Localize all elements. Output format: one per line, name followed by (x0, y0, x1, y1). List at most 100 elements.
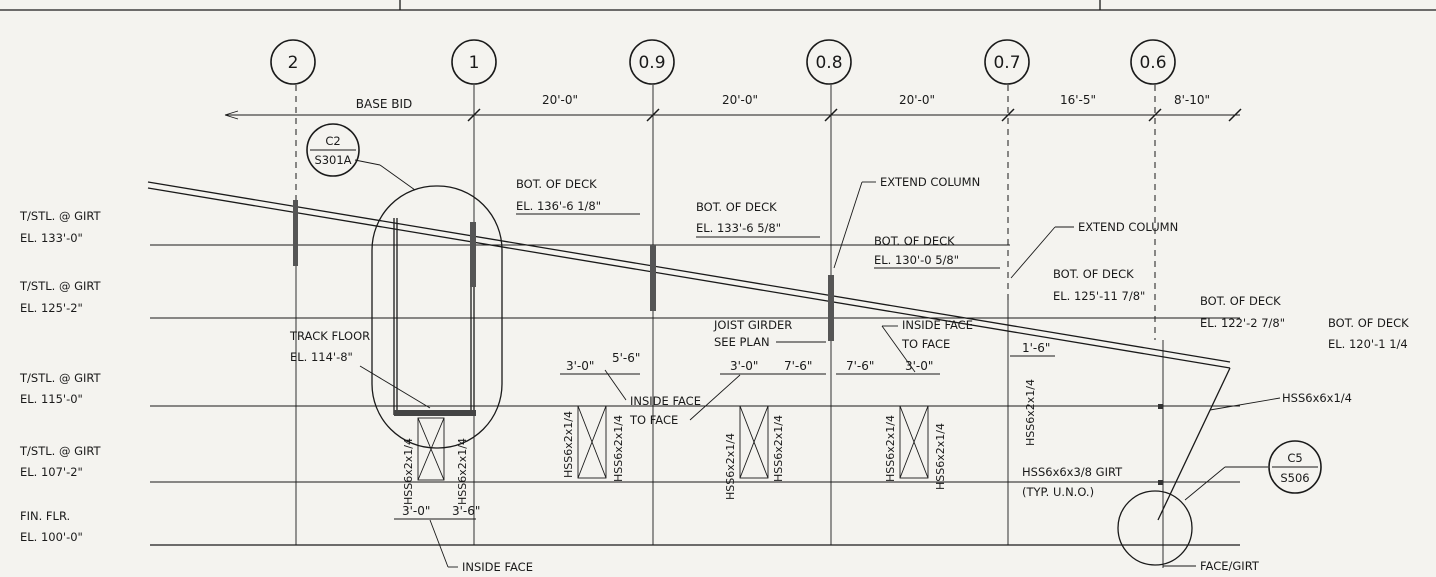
dim-text: 20'-0" (899, 93, 935, 107)
svg-text:EXTEND COLUMN: EXTEND COLUMN (880, 175, 980, 189)
svg-text:BOT. OF DECK: BOT. OF DECK (1053, 267, 1134, 281)
svg-text:BOT. OF DECK: BOT. OF DECK (696, 200, 777, 214)
svg-text:HSS6x6x3/8 GIRT: HSS6x6x3/8 GIRT (1022, 465, 1123, 479)
hss-diagonal-label: HSS6x6x1/4 (1282, 391, 1352, 405)
svg-text:T/STL. @ GIRT: T/STL. @ GIRT (19, 209, 102, 223)
extend-column-note: EXTEND COLUMN (833, 175, 980, 269)
svg-text:7'-6": 7'-6" (784, 359, 812, 373)
grid-bubble-0.7: 0.7 (984, 39, 1030, 85)
joist-girder-note: JOIST GIRDER SEE PLAN (713, 318, 826, 349)
svg-text:HSS6x2x1/4: HSS6x2x1/4 (612, 415, 625, 482)
roof-deck-slope (147, 181, 1231, 369)
svg-text:EL. 136'-6 1/8": EL. 136'-6 1/8" (516, 199, 601, 213)
grid-bubble-0.8: 0.8 (806, 39, 852, 85)
svg-text:EL. 133'-6 5/8": EL. 133'-6 5/8" (696, 221, 781, 235)
svg-text:EL. 120'-1 1/4: EL. 120'-1 1/4 (1328, 337, 1408, 351)
svg-text:2: 2 (288, 53, 299, 73)
svg-text:TO FACE: TO FACE (629, 413, 678, 427)
svg-text:INSIDE FACE: INSIDE FACE (630, 394, 701, 408)
svg-text:EL. 114'-8": EL. 114'-8" (290, 350, 353, 364)
svg-text:INSIDE FACE: INSIDE FACE (902, 318, 973, 332)
svg-text:BOT. OF DECK: BOT. OF DECK (516, 177, 597, 191)
svg-text:BOT. OF DECK: BOT. OF DECK (1328, 316, 1409, 330)
grid-bubble-2: 2 (270, 39, 316, 85)
svg-text:0.6: 0.6 (1139, 53, 1166, 73)
svg-text:3'-0": 3'-0" (566, 359, 594, 373)
svg-text:EL. 130'-0 5/8": EL. 130'-0 5/8" (874, 253, 959, 267)
column-stub (293, 200, 834, 341)
deck-note: BOT. OF DECK EL. 136'-6 1/8" (516, 177, 640, 215)
deck-note: BOT. OF DECK EL. 120'-1 1/4 (1328, 316, 1409, 351)
svg-text:INSIDE FACE: INSIDE FACE (462, 560, 533, 574)
detail-enclosure (371, 185, 503, 449)
svg-text:T/STL. @ GIRT: T/STL. @ GIRT (19, 371, 102, 385)
dim-text: 16'-5" (1060, 93, 1096, 107)
elevation-lines (150, 244, 1240, 546)
svg-text:EL. 133'-0": EL. 133'-0" (20, 231, 83, 245)
svg-text:0.7: 0.7 (993, 53, 1020, 73)
grid-bubble-0.9: 0.9 (629, 39, 675, 85)
deck-note: BOT. OF DECK EL. 133'-6 5/8" (696, 200, 820, 238)
svg-text:EL. 122'-2 7/8": EL. 122'-2 7/8" (1200, 316, 1285, 330)
elevation-label: T/STL. @ GIRT EL. 107'-2" (19, 444, 102, 479)
svg-text:EL. 100'-0": EL. 100'-0" (20, 530, 83, 544)
inside-face-note: INSIDE FACE TO FACE (604, 369, 741, 427)
svg-text:5'-6": 5'-6" (612, 351, 640, 365)
svg-text:JOIST GIRDER: JOIST GIRDER (713, 318, 792, 332)
svg-text:HSS6x2x1/4: HSS6x2x1/4 (562, 411, 575, 478)
svg-text:(TYP. U.N.O.): (TYP. U.N.O.) (1022, 485, 1094, 499)
svg-text:BOT. OF DECK: BOT. OF DECK (1200, 294, 1281, 308)
elevation-label: T/STL. @ GIRT EL. 115'-0" (19, 371, 102, 406)
inside-face-note: INSIDE FACE (429, 519, 533, 574)
extend-column-note: EXTEND COLUMN (1010, 220, 1178, 279)
dim-base-bid: BASE BID (356, 97, 412, 111)
girt-note: HSS6x6x3/8 GIRT (TYP. U.N.O.) (1022, 465, 1123, 499)
svg-text:3'-0": 3'-0" (402, 504, 430, 518)
svg-text:HSS6x2x1/4: HSS6x2x1/4 (884, 415, 897, 482)
svg-text:3'-0": 3'-0" (905, 359, 933, 373)
track-floor-pit (393, 218, 476, 416)
svg-text:FIN. FLR.: FIN. FLR. (20, 509, 70, 523)
svg-text:HSS6x2x1/4: HSS6x2x1/4 (402, 438, 415, 505)
svg-text:HSS6x2x1/4: HSS6x2x1/4 (772, 415, 785, 482)
grid-bubble-1: 1 (451, 39, 497, 85)
small-dimension: 3'-0" 5'-6" 3'-0" 7'-6" 7'-6" 3'-0" 1'-6… (394, 341, 1055, 520)
face-girt-note: FACE/GIRT (1163, 559, 1260, 573)
svg-text:BOT. OF DECK: BOT. OF DECK (874, 234, 955, 248)
svg-text:C2: C2 (325, 134, 340, 148)
bracing-panel (739, 405, 769, 479)
dimension-string: BASE BID 20'-0" 20'-0" 20'-0" 16'-5" 8'-… (224, 93, 1242, 122)
diagonal-brace: HSS6x6x1/4 (1157, 367, 1352, 521)
svg-text:FACE/GIRT: FACE/GIRT (1200, 559, 1260, 573)
elevation-label: T/STL. @ GIRT EL. 133'-0" (19, 209, 102, 245)
bracing-panel (417, 417, 445, 481)
svg-text:SEE PLAN: SEE PLAN (714, 335, 770, 349)
grid-bubble-0.6: 0.6 (1130, 39, 1176, 85)
svg-text:1'-6": 1'-6" (1022, 341, 1050, 355)
svg-text:EXTEND COLUMN: EXTEND COLUMN (1078, 220, 1178, 234)
svg-text:0.9: 0.9 (638, 53, 665, 73)
inside-face-note: INSIDE FACE TO FACE (881, 318, 973, 373)
bracing-panel (899, 405, 929, 479)
elevation-label: FIN. FLR. EL. 100'-0" (20, 509, 83, 544)
svg-text:T/STL. @ GIRT: T/STL. @ GIRT (19, 444, 102, 458)
svg-text:S506: S506 (1280, 471, 1309, 485)
svg-text:EL. 125'-2": EL. 125'-2" (20, 301, 83, 315)
svg-text:T/STL. @ GIRT: T/STL. @ GIRT (19, 279, 102, 293)
svg-text:S301A: S301A (314, 153, 351, 167)
svg-text:HSS6x2x1/4: HSS6x2x1/4 (456, 438, 469, 505)
deck-note: BOT. OF DECK EL. 130'-0 5/8" (874, 234, 1000, 269)
svg-text:1: 1 (469, 53, 480, 73)
svg-text:TRACK FLOOR: TRACK FLOOR (289, 329, 370, 343)
member-label: HSS6x2x1/4 HSS6x2x1/4 HSS6x2x1/4 HSS6x2x… (402, 379, 1037, 505)
svg-text:C5: C5 (1287, 451, 1302, 465)
svg-text:EL. 115'-0": EL. 115'-0" (20, 392, 83, 406)
svg-text:EL. 107'-2": EL. 107'-2" (20, 465, 83, 479)
svg-text:HSS6x2x1/4: HSS6x2x1/4 (1024, 379, 1037, 446)
grid-lines (295, 85, 1164, 568)
detail-callout-c5: C5 S506 (1117, 440, 1322, 566)
svg-text:3'-6": 3'-6" (452, 504, 480, 518)
svg-text:3'-0": 3'-0" (730, 359, 758, 373)
svg-text:EL. 125'-11 7/8": EL. 125'-11 7/8" (1053, 289, 1145, 303)
